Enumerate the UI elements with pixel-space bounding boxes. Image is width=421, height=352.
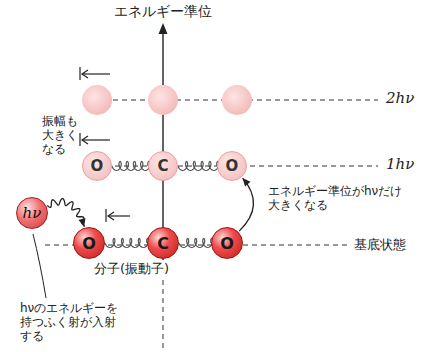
photon-label: hν xyxy=(23,204,42,222)
atom-circle: O xyxy=(82,151,112,181)
spring xyxy=(112,162,150,171)
energy-axis xyxy=(162,32,163,260)
atom-symbol: C xyxy=(157,234,169,253)
atom-symbol: C xyxy=(157,157,168,175)
atom-circle: O xyxy=(73,227,105,259)
note-text: 振幅も大きくなる xyxy=(42,114,82,156)
atom-circle: O xyxy=(217,151,247,181)
amplitude-mark xyxy=(106,209,130,222)
note-text: hνのエネルギーを持つふく射が入射する xyxy=(20,301,120,343)
atom-symbol: O xyxy=(226,157,239,175)
spring-coil xyxy=(112,162,150,171)
molecule-label: 分子(振動子) xyxy=(92,261,171,276)
note-text: エネルギー準位がhνだけ大きくなる xyxy=(268,184,408,212)
level-label: 2hν xyxy=(386,90,414,108)
arrowhead xyxy=(78,218,85,227)
spring xyxy=(179,239,213,248)
level-label: 1hν xyxy=(386,156,414,174)
spring-coil xyxy=(179,239,213,248)
atom-ghost xyxy=(148,85,178,115)
atom-ghost xyxy=(222,85,252,115)
atom-circle: O xyxy=(211,227,243,259)
arrowhead xyxy=(243,178,251,186)
axis-arrowhead xyxy=(159,23,168,34)
spring xyxy=(105,239,149,248)
atom-circle: C xyxy=(148,151,178,181)
amplitude-mark xyxy=(80,67,110,80)
spring-coil xyxy=(178,162,219,171)
atom-symbol: O xyxy=(82,234,96,253)
arrow-connector xyxy=(239,178,253,231)
spring-coil xyxy=(105,239,149,248)
amplitude-mark xyxy=(80,133,110,146)
wavy-arrow xyxy=(47,199,84,227)
photon-circle: hν xyxy=(16,197,48,229)
leader-line xyxy=(33,234,46,298)
atom-symbol: O xyxy=(220,234,234,253)
arrow-connector xyxy=(47,199,85,227)
axis-title: エネルギー準位 xyxy=(114,3,212,19)
curved-arrow xyxy=(239,178,253,231)
atom-symbol: O xyxy=(91,157,104,175)
atom-circle: C xyxy=(147,227,179,259)
spring xyxy=(178,162,219,171)
level-label: 基底状態 xyxy=(354,237,406,252)
atom-ghost xyxy=(82,85,112,115)
